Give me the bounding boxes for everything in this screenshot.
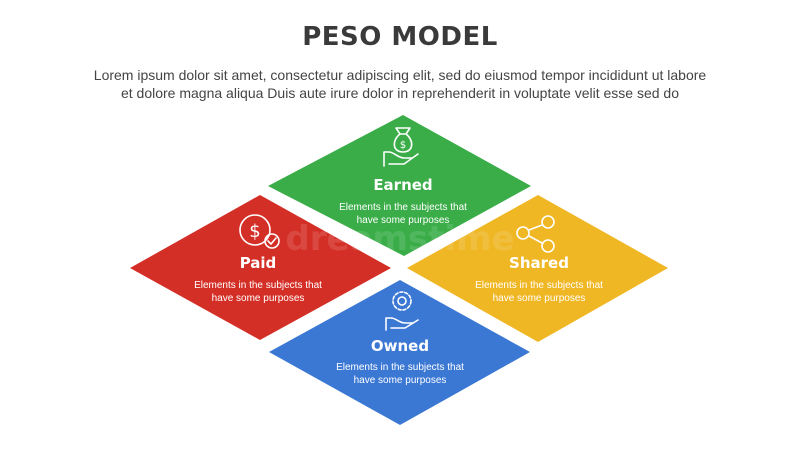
- segment-shared-desc-line1: Elements in the subjects that: [475, 280, 603, 291]
- segment-owned: Owned Elements in the subjects that have…: [269, 280, 530, 425]
- gear-hand-icon: [385, 291, 419, 331]
- segment-shared-label: Shared: [509, 254, 569, 272]
- segment-paid-desc-line1: Elements in the subjects that: [194, 280, 322, 291]
- page-title: PESO MODEL: [302, 22, 498, 52]
- subtitle-line-1: Lorem ipsum dolor sit amet, consectetur …: [93, 67, 707, 83]
- subtitle-line-2: et dolore magna aliqua Duis aute irure d…: [120, 85, 679, 101]
- segment-owned-desc-line2: have some purposes: [354, 375, 447, 386]
- segment-shared: Shared Elements in the subjects that hav…: [407, 195, 668, 342]
- segment-owned-desc-line1: Elements in the subjects that: [336, 362, 464, 373]
- segment-earned: $ Earned Elements in the subjects that h…: [268, 115, 531, 256]
- segment-earned-desc-line2: have some purposes: [357, 215, 450, 226]
- watermark-text: dreamstime: [285, 219, 514, 259]
- money-bag-hand-icon: $: [383, 127, 419, 167]
- segment-paid-label: Paid: [240, 254, 277, 272]
- svg-text:$: $: [249, 221, 260, 242]
- page-subtitle: Lorem ipsum dolor sit amet, consectetur …: [20, 66, 780, 102]
- segment-owned-shape: [269, 280, 530, 425]
- segment-shared-desc-line2: have some purposes: [493, 293, 586, 304]
- segment-owned-label: Owned: [371, 337, 429, 355]
- segment-paid-desc-line2: have some purposes: [212, 293, 305, 304]
- svg-text:$: $: [400, 140, 406, 151]
- segment-earned-label: Earned: [373, 176, 432, 194]
- segment-paid-shape: [130, 195, 391, 340]
- dollar-check-icon: $: [239, 214, 280, 249]
- segment-shared-shape: [407, 195, 668, 342]
- segment-earned-desc-line1: Elements in the subjects that: [339, 202, 467, 213]
- segment-earned-shape: [268, 115, 531, 256]
- segment-paid: $ Paid Elements in the subjects that hav…: [130, 195, 391, 340]
- share-nodes-icon: [516, 215, 555, 253]
